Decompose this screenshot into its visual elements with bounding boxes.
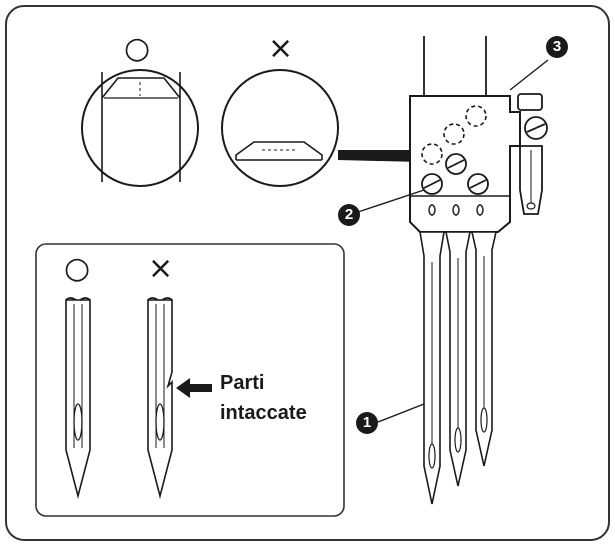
needle-bar-rods [423, 36, 487, 96]
callout-3: 3 [546, 36, 568, 58]
set-screws [421, 153, 489, 195]
needle-middle [445, 231, 471, 487]
callout-1: 1 [356, 412, 378, 434]
magnify-circle-bad [221, 69, 339, 187]
thread-guide [517, 93, 548, 215]
correct-circle-icon: ○ [124, 31, 151, 66]
wrong-cross-icon: × [268, 31, 294, 66]
needle-bad [147, 297, 173, 500]
defect-label-line2: intaccate [220, 402, 307, 424]
magnify-circle-good [81, 69, 199, 187]
correct-circle-icon: ○ [64, 251, 91, 286]
holder-holes [428, 204, 484, 216]
defect-label: Parti intaccate [220, 372, 307, 424]
callout-2: 2 [338, 204, 360, 226]
arrow-left-icon [176, 378, 212, 398]
wrong-cross-icon: × [148, 251, 174, 286]
defect-label-line1: Parti [220, 372, 265, 394]
hidden-screws [421, 105, 487, 165]
magnify-pointer [338, 150, 420, 162]
needle-left [419, 231, 445, 505]
needle-good [65, 297, 91, 500]
callout-leaders [357, 59, 549, 423]
needle-right [471, 231, 497, 467]
